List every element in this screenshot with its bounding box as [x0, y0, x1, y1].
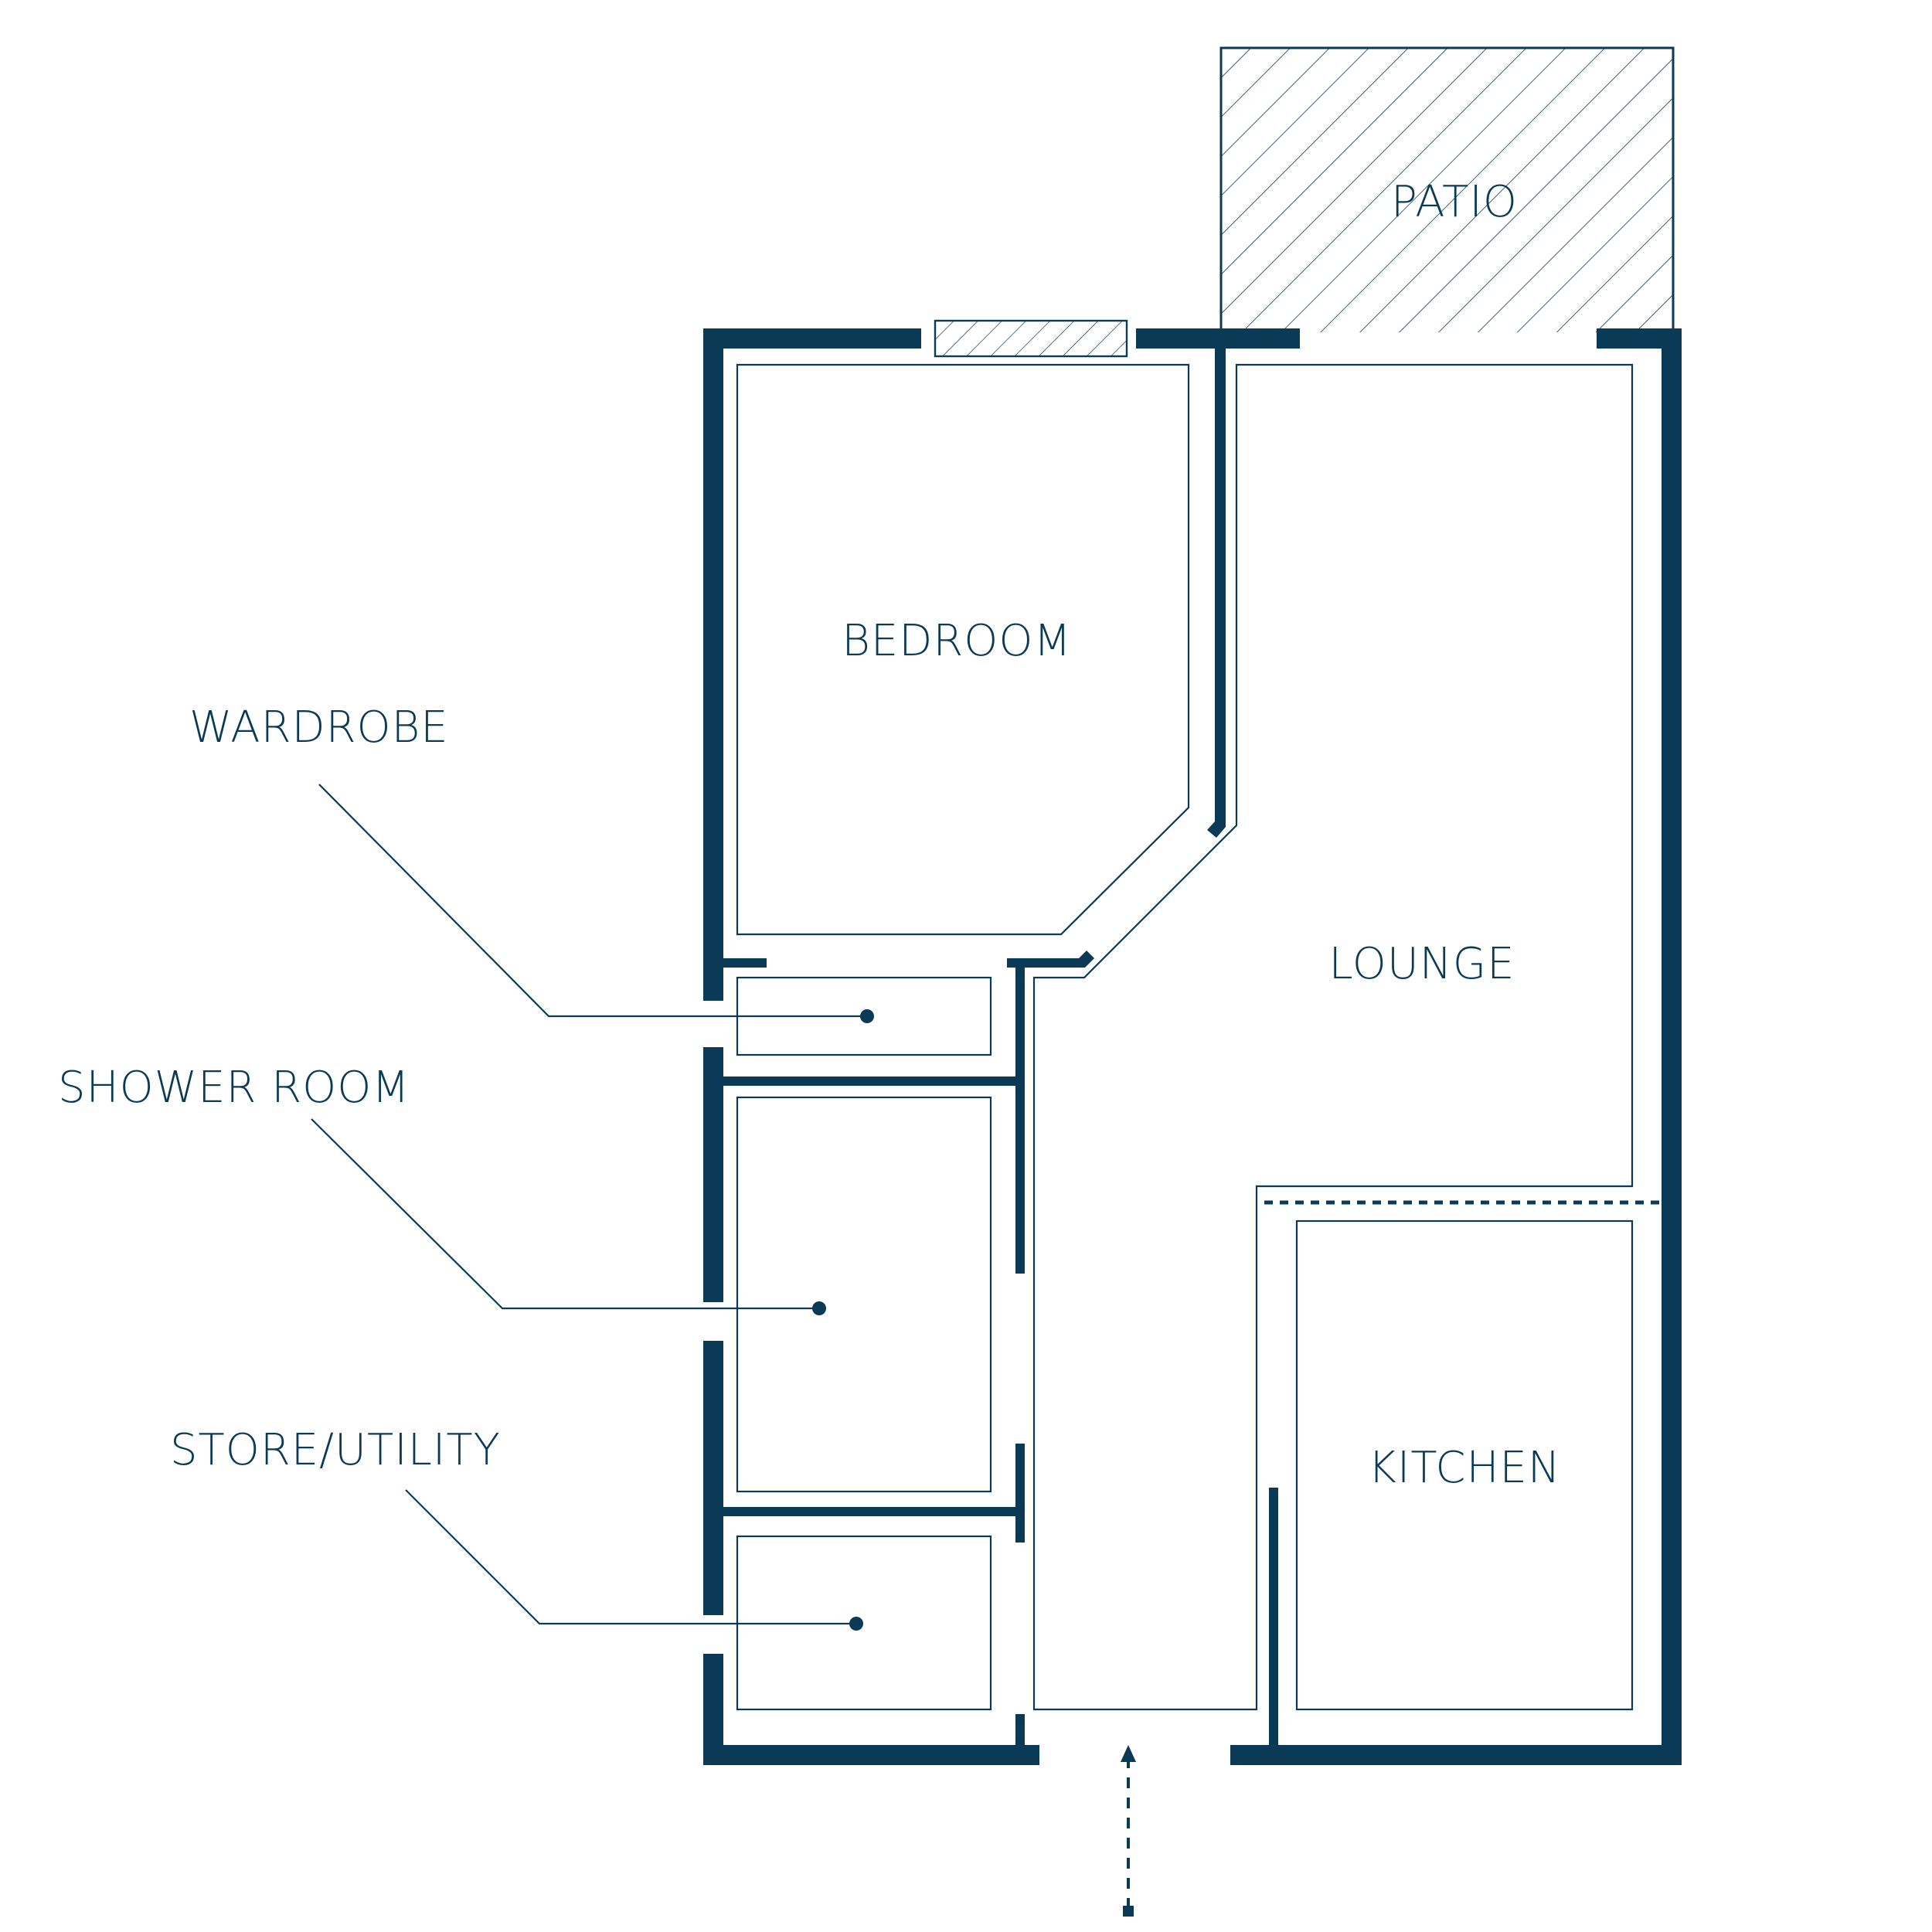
patio-label: PATIO [1391, 177, 1518, 227]
wardrobe-dot [860, 1009, 874, 1023]
shower-room-outline [736, 1096, 992, 1493]
bedroom-label: BEDROOM [842, 616, 1072, 666]
partition-bedroom-lounge [1215, 344, 1226, 823]
bedroom-wall-stub-angle [1079, 951, 1094, 968]
bedroom-outline [736, 363, 1190, 936]
wall-top-left [703, 328, 921, 349]
outer-walls [703, 328, 1682, 1765]
callout-wardrobe: WARDROBE [189, 702, 874, 1023]
wall-left-1 [703, 328, 723, 1001]
entrance-arrow-icon [1121, 1745, 1136, 1917]
callout-shower-room: SHOWER ROOM [58, 1063, 826, 1315]
wall-bottom-left [703, 1745, 1039, 1765]
corridor-wall-3 [1015, 1714, 1025, 1750]
entrance-arrow-tail [1123, 1906, 1134, 1917]
lounge-outline [1032, 363, 1634, 1711]
entrance-arrow-head [1121, 1745, 1136, 1762]
kitchen-label: KITCHEN [1368, 1443, 1561, 1493]
corridor-wall-2 [1015, 1444, 1025, 1543]
wall-left-4 [703, 1654, 723, 1765]
lounge-label: LOUNGE [1329, 939, 1515, 989]
partition-corner [1207, 821, 1226, 838]
wardrobe-leader [318, 784, 867, 1018]
shower-room-label: SHOWER ROOM [58, 1063, 410, 1113]
patio-outline [1219, 46, 1675, 332]
store-utility-label: STORE/UTILITY [170, 1425, 501, 1475]
store-utility-leader [405, 1489, 856, 1625]
bedroom-wall-stub-right [1007, 958, 1084, 968]
patio-area [1221, 48, 1673, 332]
patio: PATIO [1219, 46, 1675, 332]
kitchen-outline [1295, 1219, 1634, 1711]
store-utility-dot [849, 1617, 863, 1631]
shower-room-dot [812, 1301, 826, 1315]
divider-wardrobe-shower [719, 1077, 1025, 1086]
wall-right [1662, 328, 1682, 1765]
window-hatch [934, 319, 1128, 358]
corridor-wall-1 [1015, 958, 1025, 1274]
wardrobe-label: WARDROBE [189, 702, 449, 753]
callout-store-utility: STORE/UTILITY [170, 1425, 863, 1631]
wall-left-2 [703, 1047, 723, 1302]
bedroom-wall-stub-left [719, 958, 767, 968]
interior-walls [719, 344, 1662, 1750]
wall-bottom-right [1230, 1745, 1682, 1765]
shower-room-leader [311, 1118, 819, 1310]
divider-shower-store [719, 1507, 1025, 1516]
kitchen-wall-stub [1269, 1488, 1278, 1749]
wall-left-3 [703, 1341, 723, 1615]
bedroom-window [934, 319, 1128, 358]
